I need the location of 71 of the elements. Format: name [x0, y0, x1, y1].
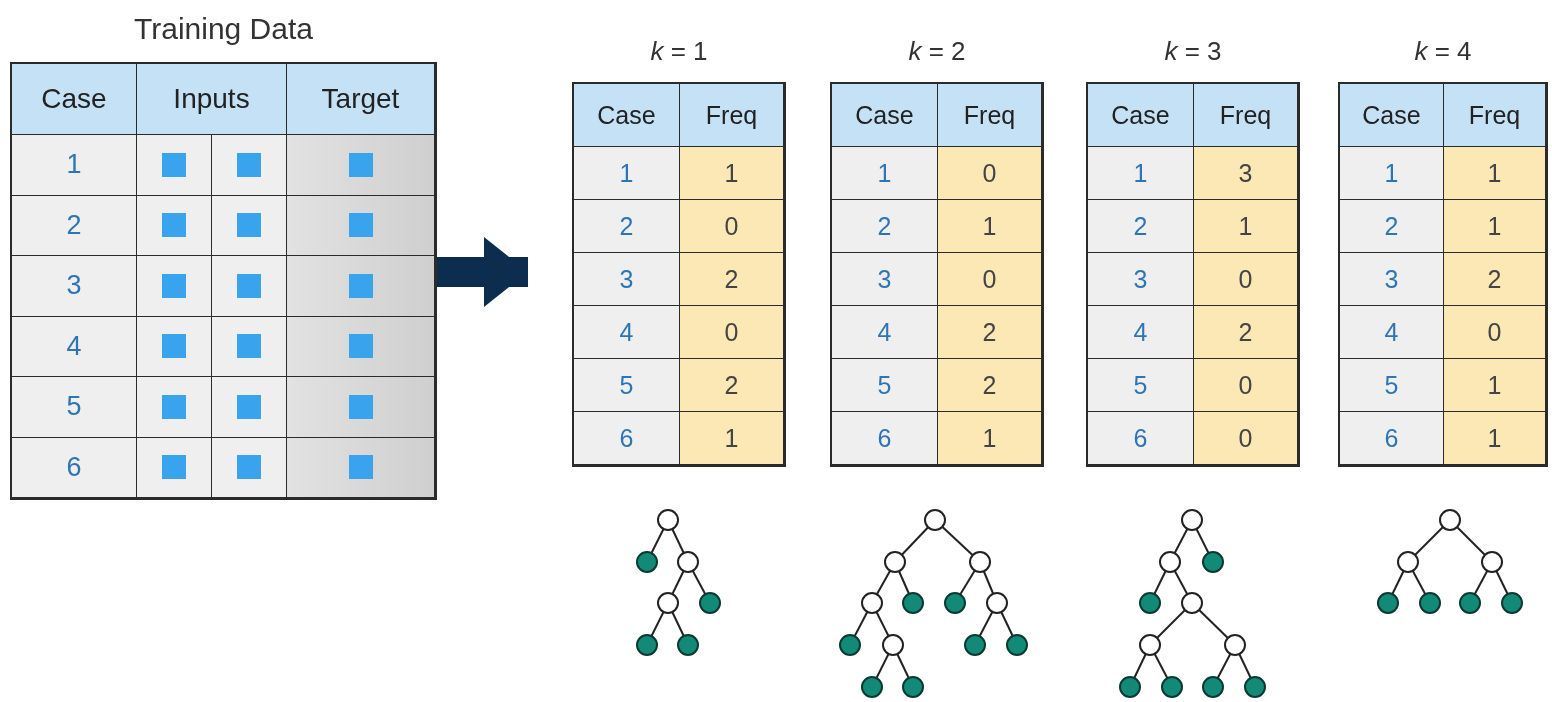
frequency-value: 0 — [724, 317, 739, 347]
column-header: Freq — [1468, 100, 1521, 130]
column-header: Freq — [705, 100, 758, 130]
case-number: 5 — [877, 370, 892, 400]
table-title: k = 2 — [907, 36, 967, 67]
case-number: 3 — [66, 270, 82, 302]
column-header: Case — [1111, 100, 1170, 130]
frequency-value: 3 — [1238, 158, 1253, 188]
case-number: 1 — [877, 158, 892, 188]
column-header: Freq — [1219, 100, 1272, 130]
frequency-value: 1 — [724, 423, 739, 453]
case-number: 3 — [1133, 264, 1148, 294]
frequency-value: 0 — [724, 211, 739, 241]
column-header: Case — [597, 100, 656, 130]
frequency-value: 1 — [1487, 211, 1502, 241]
frequency-value: 0 — [1238, 423, 1253, 453]
frequency-value: 1 — [1487, 158, 1502, 188]
case-number: 3 — [619, 264, 634, 294]
case-number: 3 — [877, 264, 892, 294]
table-title: k = 4 — [1413, 36, 1473, 67]
case-number: 6 — [66, 451, 82, 483]
case-number: 1 — [1133, 158, 1148, 188]
frequency-value: 1 — [724, 158, 739, 188]
frequency-value: 0 — [1487, 317, 1502, 347]
frequency-value: 0 — [982, 158, 997, 188]
column-header: Case — [855, 100, 914, 130]
case-number: 4 — [877, 317, 892, 347]
frequency-value: 0 — [1238, 264, 1253, 294]
case-number: 4 — [66, 330, 82, 362]
case-number: 6 — [1384, 423, 1399, 453]
frequency-value: 1 — [982, 211, 997, 241]
case-number: 6 — [619, 423, 634, 453]
case-number: 2 — [66, 209, 82, 241]
case-number: 1 — [66, 149, 82, 181]
column-header: Case — [1362, 100, 1421, 130]
case-number: 5 — [1133, 370, 1148, 400]
case-number: 1 — [619, 158, 634, 188]
case-number: 4 — [1133, 317, 1148, 347]
case-number: 6 — [1133, 423, 1148, 453]
frequency-value: 2 — [724, 370, 739, 400]
frequency-value: 0 — [982, 264, 997, 294]
frequency-value: 2 — [982, 317, 997, 347]
frequency-value: 1 — [982, 423, 997, 453]
frequency-value: 1 — [1238, 211, 1253, 241]
arrow — [437, 237, 528, 307]
table-title: Training Data — [133, 12, 314, 46]
case-number: 4 — [619, 317, 634, 347]
frequency-value: 0 — [1238, 370, 1253, 400]
table-title: k = 1 — [649, 36, 709, 67]
frequency-value: 2 — [1238, 317, 1253, 347]
column-header: Inputs — [173, 83, 250, 115]
frequency-value: 2 — [1487, 264, 1502, 294]
case-number: 4 — [1384, 317, 1399, 347]
case-number: 2 — [877, 211, 892, 241]
frequency-value: 2 — [724, 264, 739, 294]
case-number: 2 — [1384, 211, 1399, 241]
case-number: 5 — [66, 391, 82, 423]
table-title: k = 3 — [1163, 36, 1223, 67]
column-header: Freq — [963, 100, 1016, 130]
frequency-value: 2 — [982, 370, 997, 400]
frequency-value: 1 — [1487, 370, 1502, 400]
column-header: Case — [41, 83, 107, 115]
case-number: 5 — [619, 370, 634, 400]
case-number: 1 — [1384, 158, 1399, 188]
case-number: 2 — [619, 211, 634, 241]
case-number: 2 — [1133, 211, 1148, 241]
case-number: 6 — [877, 423, 892, 453]
frequency-value: 1 — [1487, 423, 1502, 453]
case-number: 5 — [1384, 370, 1399, 400]
case-number: 3 — [1384, 264, 1399, 294]
column-header: Target — [321, 83, 400, 115]
